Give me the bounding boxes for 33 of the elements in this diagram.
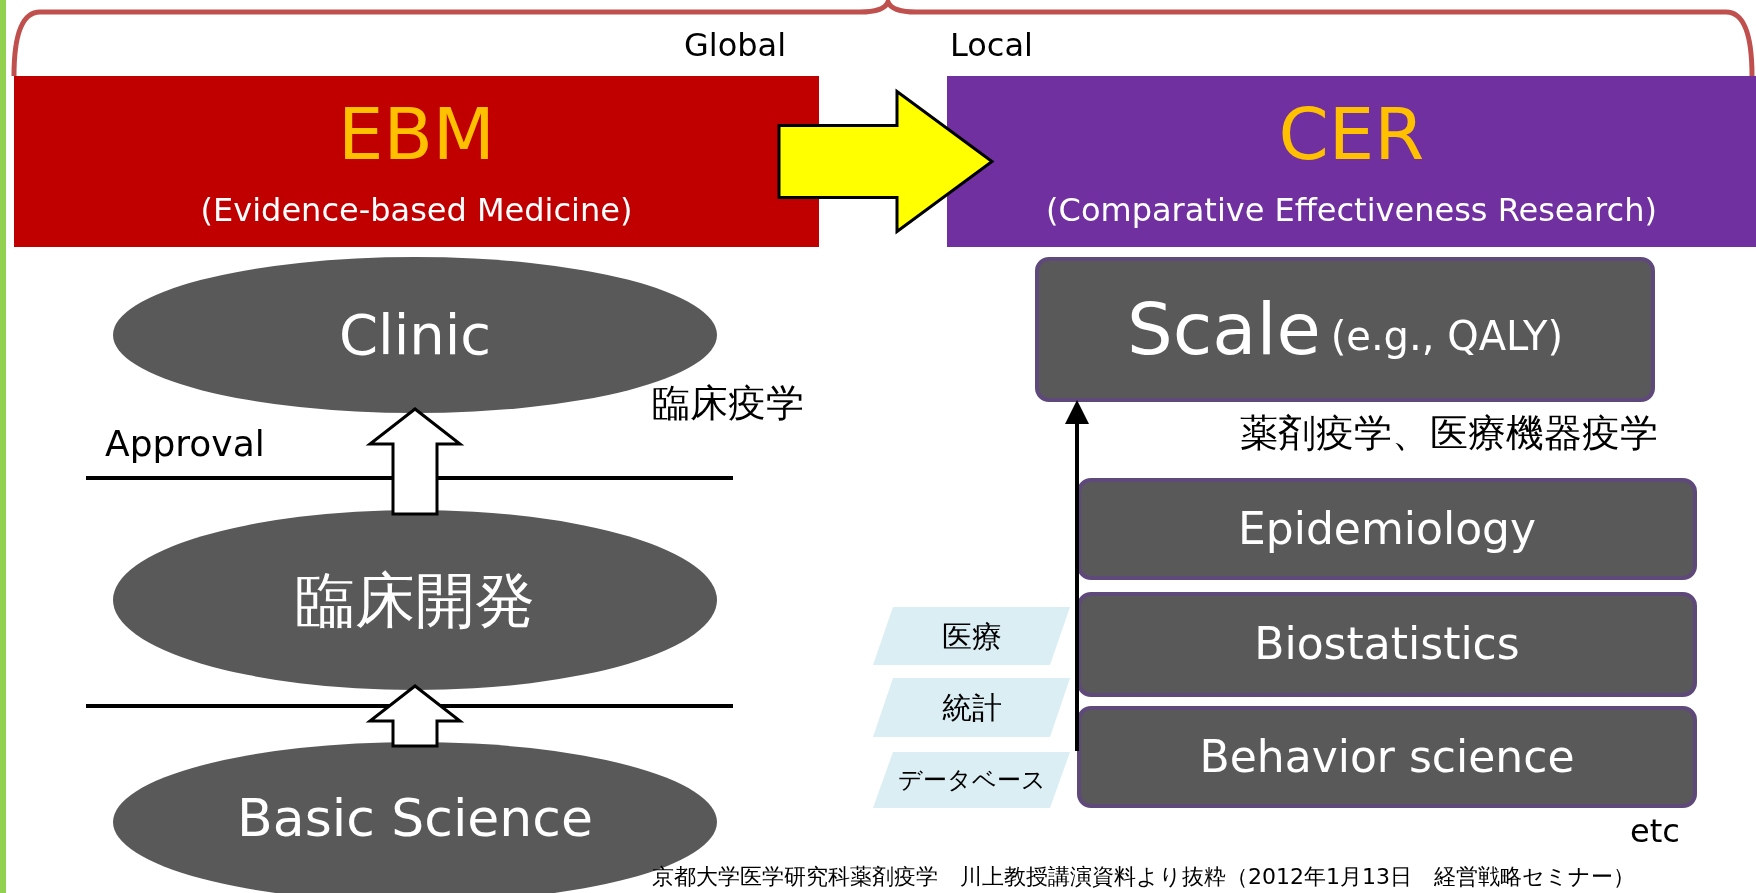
banner-title: CER [1278,95,1425,175]
field-label: 臨床疫学 [652,380,804,427]
banner-title: EBM [338,95,495,175]
node-label: 臨床開発 [295,567,535,633]
banner-subtitle: (Evidence-based Medicine) [200,192,633,228]
parallelogram [873,607,1070,665]
etc-note: etc [1630,812,1680,850]
node-label: 統計 [941,691,1002,724]
node-label: Behavior science [1199,732,1575,782]
parallelogram [873,678,1070,737]
rounded-box [1077,592,1697,697]
rounded-box [1077,478,1697,580]
node-label: データベース [897,766,1046,794]
node-label: Clinic [338,304,492,366]
node-label: Biostatistics [1254,620,1520,669]
line-label: Approval [105,423,265,464]
source-note: 京都大学医学研究科薬剤疫学 川上教授講演資料より抜粋（2012年1月13日 経営戦略セミナー） [652,863,1635,891]
node-label: Scale [1126,289,1321,370]
node-label: Basic Science [237,790,593,848]
node-label: Epidemiology [1237,504,1537,554]
parallelogram [873,752,1070,808]
banner-subtitle: (Comparative Effectiveness Research) [1046,192,1657,228]
block-arrow [777,88,995,235]
arrow [1065,400,1089,751]
rounded-box [1035,257,1655,402]
unit-note: (e.g., QALY) [1330,313,1563,358]
scope-label: Local [950,28,1033,64]
node-label: 医療 [941,619,1002,653]
rounded-box [1077,706,1697,808]
field-label: 薬剤疫学、医療機器疫学 [1240,410,1658,457]
scope-label: Global [684,28,787,64]
block-arrow [365,684,465,748]
block-arrow [365,407,465,516]
